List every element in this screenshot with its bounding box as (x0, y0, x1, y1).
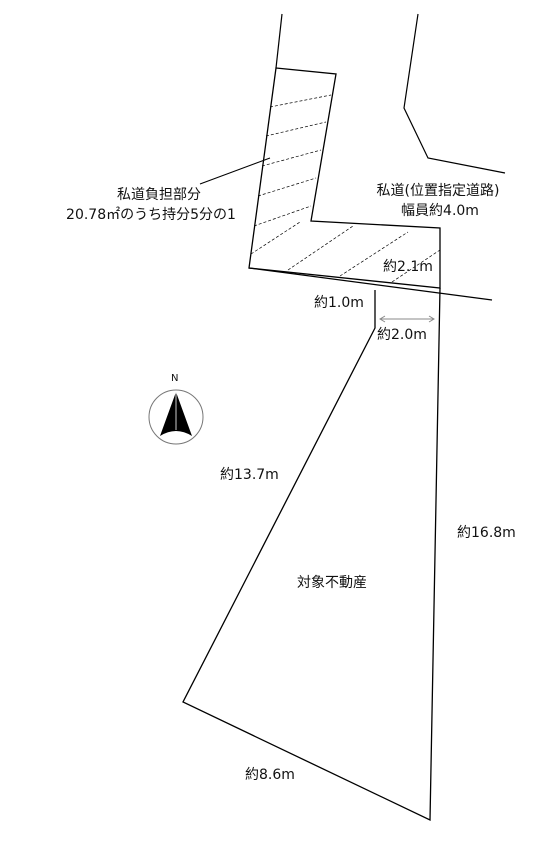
road-left-upper-edge (275, 13, 283, 69)
road-right-curve (403, 13, 506, 174)
dimension-13-7: 約13.7m (220, 467, 279, 483)
private-road-title: 私道(位置指定道路) (376, 183, 500, 199)
burden-hatching (250, 94, 441, 283)
subject-property-label: 対象不動産 (297, 575, 367, 591)
north-label: N (171, 373, 179, 384)
private-road-width: 幅員約4.0m (401, 203, 479, 219)
burden-area-detail: 20.78㎡のうち持分5分の1 (66, 207, 236, 223)
road-boundary-line (248, 267, 493, 301)
subject-property-outline (182, 287, 441, 822)
dimension-arrow-2-0 (379, 315, 435, 323)
dimension-2-0: 約2.0m (377, 327, 427, 343)
burden-area-title: 私道負担部分 (117, 187, 201, 203)
dimension-2-1: 約2.1m (383, 259, 433, 275)
north-arrow-icon (148, 389, 204, 445)
burden-leader-line (199, 157, 271, 185)
dimension-8-6: 約8.6m (245, 767, 295, 783)
dimension-16-8: 約16.8m (457, 525, 516, 541)
burden-area-outline (248, 67, 441, 289)
dimension-1-0: 約1.0m (314, 295, 364, 311)
